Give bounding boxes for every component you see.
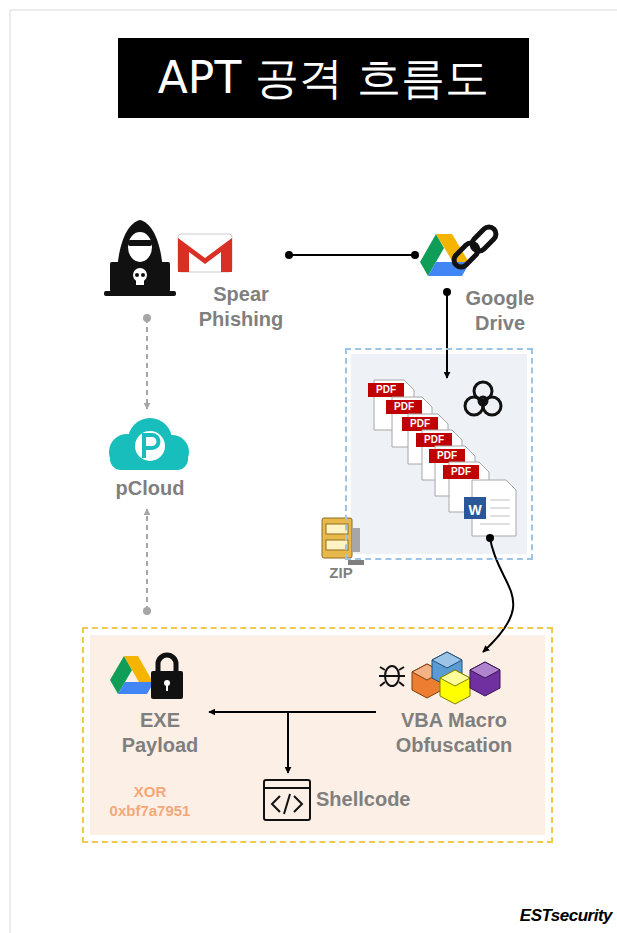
biohazard-symbol: [465, 382, 501, 415]
file-tag: PDF: [410, 417, 430, 431]
box-fill: [90, 635, 545, 835]
connector: [446, 292, 448, 378]
locked-drive-icon: [110, 655, 183, 699]
connector: [146, 509, 148, 611]
connector-dot: [143, 314, 151, 322]
connector-dot: [443, 288, 451, 296]
drive-node: Google Drive: [415, 228, 547, 340]
node-label: pCloud: [100, 476, 200, 501]
hacker-icon: [104, 220, 176, 296]
shellcode-node: Shellcode: [260, 775, 430, 823]
file-tag: PDF: [424, 433, 444, 447]
node-label: Shellcode: [316, 787, 428, 812]
title-banner: APT 공격 흐름도: [118, 38, 529, 118]
pcloud-node: pCloud: [100, 415, 202, 505]
code-icon: [264, 780, 310, 820]
frame-line: [10, 10, 617, 11]
gmail-icon: [178, 234, 232, 272]
watermark: ESTsecurity: [520, 905, 612, 926]
macro-icon: [379, 652, 500, 704]
node-label: Google Drive: [455, 286, 545, 336]
node-label: ZIP: [319, 564, 363, 583]
phishing-node: Spear Phishing: [100, 218, 289, 338]
connector-dot: [486, 534, 494, 542]
pdf-documents: [368, 380, 489, 512]
payload-region: VBA Macro Obfuscation EXE PayloadXOR 0xbf…: [82, 627, 553, 843]
file-tag: PDF: [376, 383, 396, 397]
box-fill: [351, 354, 527, 554]
frame-line: [10, 10, 11, 933]
google-drive-icon: [420, 224, 499, 276]
payload-node: EXE PayloadXOR 0xbf7a7951: [95, 648, 207, 825]
zip-icon: [322, 518, 364, 565]
file-tag: W: [468, 501, 481, 519]
node-label: EXE Payload: [115, 708, 205, 758]
connector-dot: [285, 251, 293, 259]
connector-dot: [411, 251, 419, 259]
connector: [288, 712, 376, 773]
pcloud-icon: [109, 418, 189, 470]
node-label: Spear Phishing: [195, 282, 287, 332]
connector: [146, 318, 148, 409]
node-label: VBA Macro Obfuscation: [384, 708, 524, 758]
connector: [289, 254, 415, 256]
macro-node: VBA Macro Obfuscation: [378, 648, 530, 763]
file-tag: PDF: [394, 400, 414, 414]
file-tag: PDF: [451, 465, 471, 479]
node-note: XOR 0xbf7a7951: [95, 783, 205, 821]
connector: [483, 538, 513, 652]
word-document: [464, 480, 516, 536]
connector-dot: [143, 607, 151, 615]
file-tag: PDF: [437, 449, 457, 463]
